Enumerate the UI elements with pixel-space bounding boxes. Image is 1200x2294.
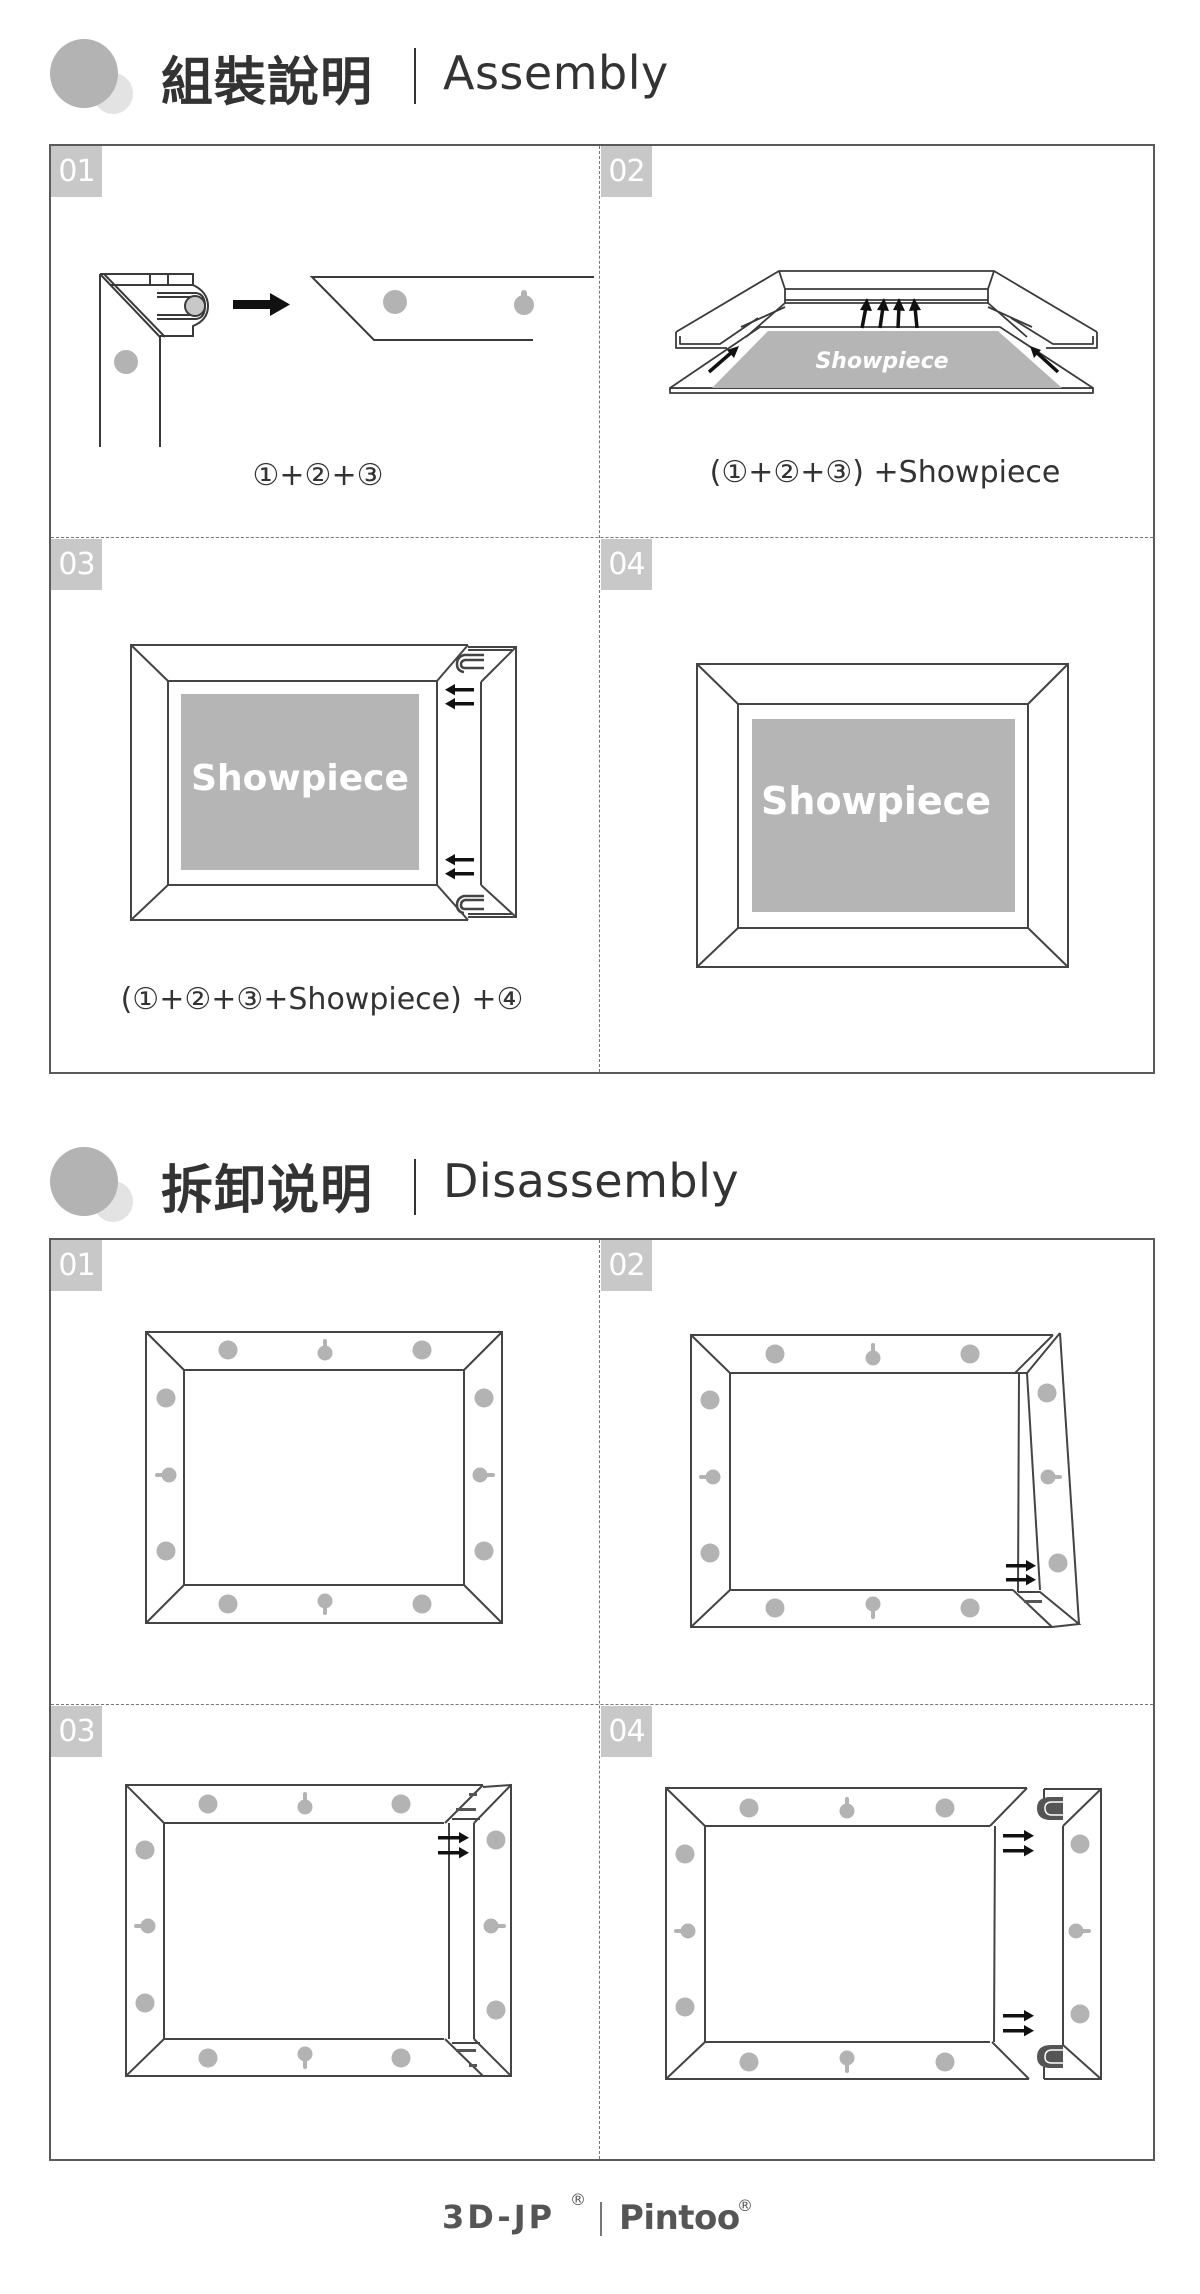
assembly-step-02-label: 02 — [601, 146, 652, 197]
heading-divider — [414, 48, 416, 104]
brand-pintoo-logo: Pintoo — [619, 2198, 740, 2238]
disassembly-vertical-divider — [599, 1240, 600, 2159]
assembly-step-03-caption: (①+②+③+Showpiece) +④ — [120, 982, 524, 1017]
disassembly-step-04-label: 04 — [601, 1706, 652, 1757]
assembly-step-03-showpiece-text: Showpiece — [191, 758, 409, 799]
heading-divider — [414, 1159, 416, 1215]
footer-divider — [600, 2202, 602, 2236]
brand-3d-jp-logo: 3D-JP — [442, 2198, 556, 2236]
disassembly-title-zh: 拆卸说明 — [161, 1161, 374, 1221]
assembly-step-04-showpiece-text: Showpiece — [761, 779, 991, 823]
assembly-vertical-divider — [599, 146, 600, 1072]
assembly-step-04-label: 04 — [601, 539, 652, 590]
assembly-panel — [49, 144, 1155, 1074]
disassembly-step-02-label: 02 — [601, 1240, 652, 1291]
disassembly-step-01-label: 01 — [51, 1240, 102, 1291]
assembly-step-01-caption: ①+②+③ — [252, 458, 384, 493]
disassembly-heading: 拆卸说明 Disassembly — [0, 1146, 1200, 1266]
disassembly-title-en: Disassembly — [443, 1154, 740, 1208]
assembly-step-03-label: 03 — [51, 539, 102, 590]
registered-mark-icon: ® — [570, 2190, 586, 2209]
assembly-step-02-caption: (①+②+③) +Showpiece — [709, 455, 1061, 490]
disassembly-panel — [49, 1238, 1155, 2161]
heading-bullet-icon — [50, 39, 118, 108]
assembly-title-zh: 組裝說明 — [161, 53, 374, 113]
footer-brand: 3D-JP ® Pintoo ® — [0, 2190, 1200, 2246]
disassembly-horizontal-divider — [51, 1704, 1153, 1705]
assembly-step-02-showpiece-text: Showpiece — [815, 349, 948, 374]
disassembly-step-03-label: 03 — [51, 1706, 102, 1757]
registered-mark-icon: ® — [737, 2196, 753, 2215]
assembly-heading: 組裝說明 Assembly — [0, 0, 1200, 120]
heading-bullet-icon — [50, 1147, 118, 1216]
assembly-step-01-label: 01 — [51, 146, 102, 197]
assembly-horizontal-divider — [51, 537, 1153, 538]
assembly-title-en: Assembly — [443, 46, 669, 100]
